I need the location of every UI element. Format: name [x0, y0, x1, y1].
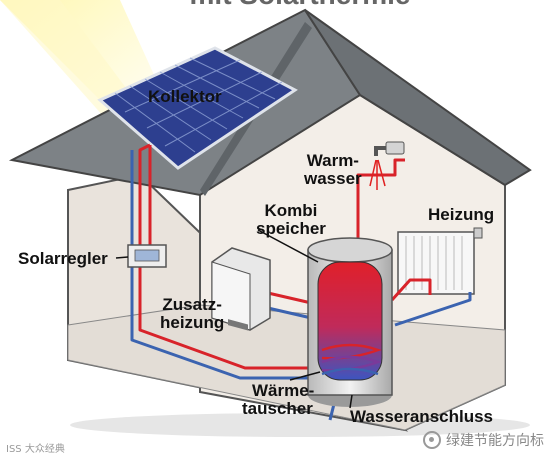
label-wasseranschluss: Wasseranschluss: [350, 407, 493, 426]
page-title: mit Solarthermie: [190, 0, 411, 10]
leader-lines: [115, 229, 353, 409]
footer-watermark-left: ISS 大众经典: [6, 444, 65, 455]
label-kombi-line1: Kombi: [264, 201, 318, 220]
label-kollektor: Kollektor: [148, 87, 222, 106]
label-zusatzheizung: Zusatz- heizung: [160, 296, 224, 332]
auxiliary-heater: [211, 247, 271, 331]
wechat-icon: [423, 431, 441, 449]
label-zusatz-line2: heizung: [160, 313, 225, 332]
label-heizung: Heizung: [428, 205, 495, 224]
footer-right-text: 绿建节能方向标: [446, 433, 544, 449]
warm-water-tap: [369, 141, 405, 190]
label-waermetauscher: Wärme- tauscher: [242, 382, 314, 418]
label-solarregler: Solarregler: [18, 249, 108, 268]
heat-exchanger-coil: [321, 343, 382, 376]
footer-watermark-right: 绿建节能方向标: [423, 430, 544, 450]
label-waerme-line2: tauscher: [242, 399, 313, 418]
label-warmwasser-line2: wasser: [304, 169, 362, 188]
label-kombispeicher: Kombi speicher: [256, 202, 326, 238]
radiator: [397, 227, 483, 295]
solar-collector: [97, 46, 298, 170]
label-zusatz-line1: Zusatz-: [162, 295, 222, 314]
label-kombi-line2: speicher: [256, 219, 326, 238]
combi-storage-tank: [307, 237, 393, 407]
label-waerme-line1: Wärme-: [252, 381, 315, 400]
solar-controller: [127, 244, 167, 268]
label-warmwasser-line1: Warm-: [306, 151, 359, 170]
label-warmwasser: Warm- wasser: [304, 152, 362, 188]
roof-gable: [304, 9, 532, 187]
